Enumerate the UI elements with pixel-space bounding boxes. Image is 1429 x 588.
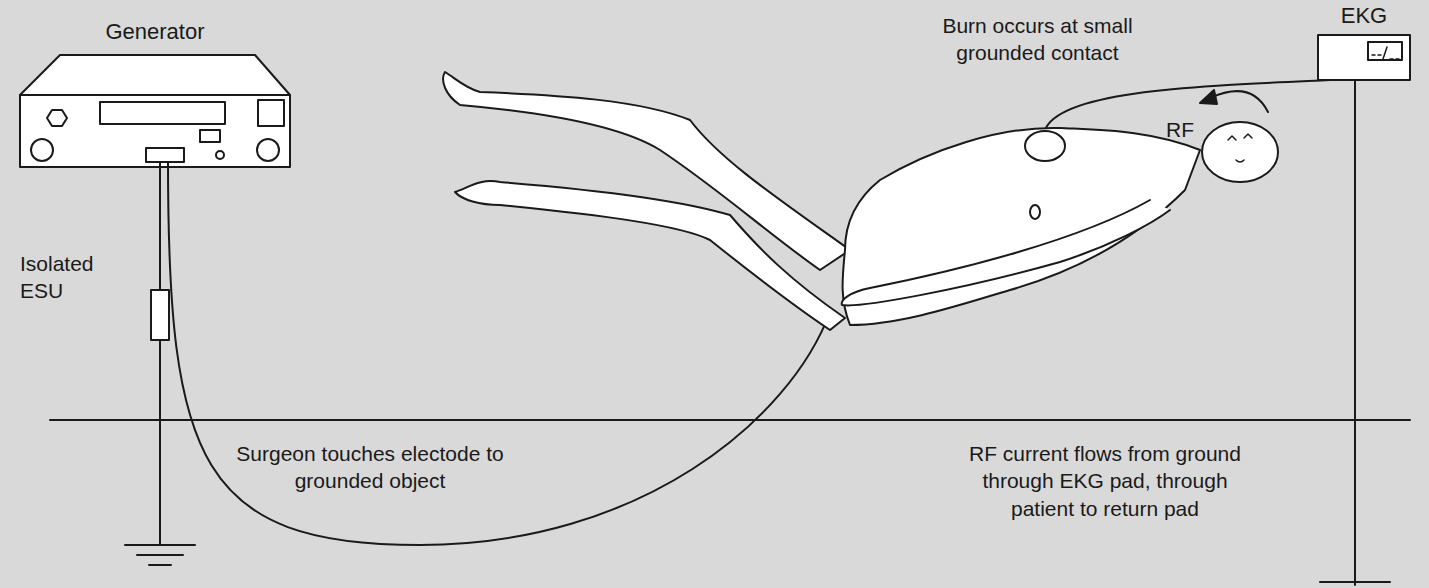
- resistor-symbol: [125, 162, 195, 565]
- ekg-monitor: EKG: [1318, 35, 1410, 80]
- patient-figure: [443, 72, 1278, 330]
- unit-heading: EKG: [1318, 3, 1410, 29]
- rf-label: RF: [1166, 116, 1206, 143]
- generator-unit: Generator: [20, 55, 290, 167]
- unit-note: Isolated ESU: [20, 250, 130, 305]
- current-note: RF current flows from ground through EKG…: [950, 440, 1260, 522]
- surgeon-note: Surgeon touches electode to grounded obj…: [225, 440, 515, 495]
- unit-heading: Generator: [20, 19, 290, 45]
- burn-callout: Burn occurs at small grounded contact: [900, 12, 1175, 67]
- ground-line: [50, 419, 1410, 421]
- ekg-monitor-drawing: [1318, 35, 1410, 585]
- generator-drawing: [20, 55, 290, 167]
- rf-arrow: [1200, 90, 1268, 112]
